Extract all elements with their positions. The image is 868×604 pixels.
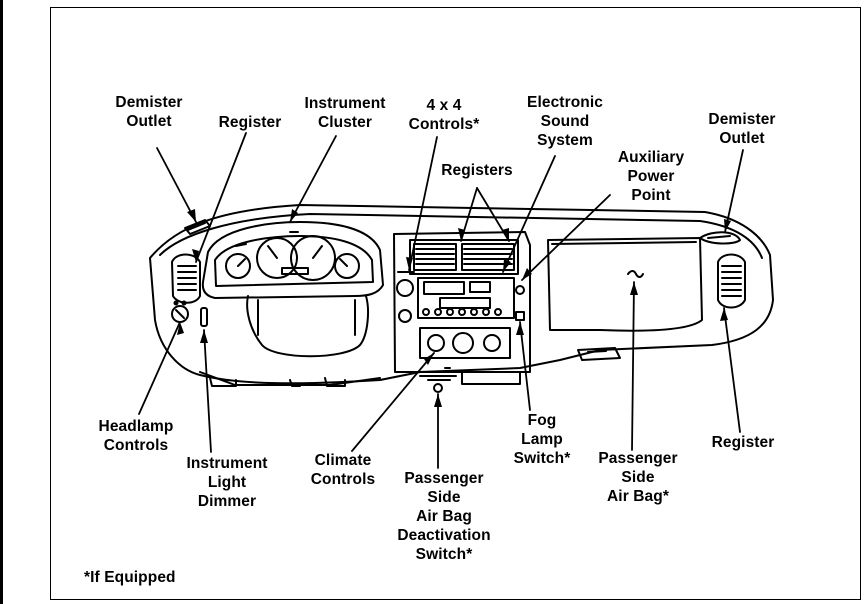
label-register-right: Register [711, 434, 775, 451]
dashboard-outline [149, 204, 774, 387]
footnote-if-equipped: *If Equipped [84, 569, 176, 586]
label-register-left: Register [218, 114, 282, 131]
label-fog-lamp-switch: Fog Lamp Switch* [513, 412, 571, 467]
arrowheads [177, 209, 731, 407]
label-registers-center: Registers [441, 162, 513, 179]
label-demister-outlet-right: Demister Outlet [708, 111, 776, 147]
passenger-side [547, 231, 746, 361]
label-demister-outlet-left: Demister Outlet [115, 94, 183, 130]
label-4x4-controls: 4 x 4 Controls* [408, 97, 480, 133]
leader-lines [138, 132, 744, 469]
headlamp-knob-and-dimmer [171, 300, 208, 327]
instrument-cluster-hood [201, 221, 384, 299]
label-electronic-sound-system: Electronic Sound System [527, 94, 603, 149]
label-auxiliary-power-point: Auxiliary Power Point [617, 149, 685, 204]
steering-column [246, 295, 369, 358]
label-instrument-light-dimmer: Instrument Light Dimmer [186, 455, 268, 510]
diagram-frame [50, 7, 861, 600]
left-edge-rule [0, 0, 3, 604]
label-passenger-air-bag-deactivation-switch: Passenger Side Air Bag Deactivation Swit… [397, 470, 491, 563]
label-climate-controls: Climate Controls [310, 452, 376, 488]
label-headlamp-controls: Headlamp Controls [98, 418, 174, 454]
label-instrument-cluster: Instrument Cluster [304, 95, 386, 131]
label-passenger-side-air-bag: Passenger Side Air Bag* [598, 450, 678, 505]
center-stack [393, 231, 531, 393]
